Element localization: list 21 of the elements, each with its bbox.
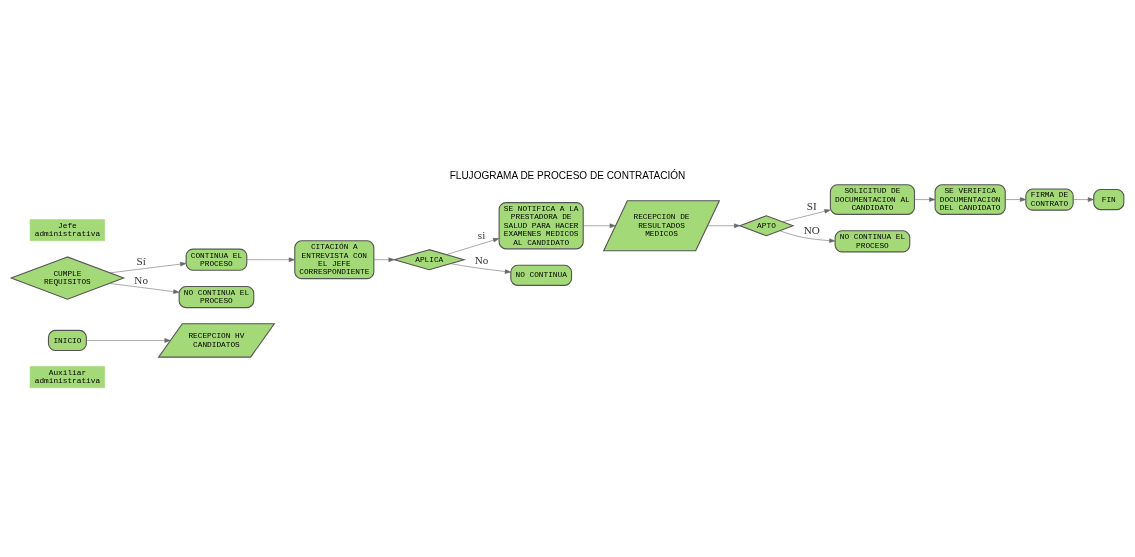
arrow (446, 238, 500, 255)
edge-label: si (477, 228, 486, 241)
edge-label: No (474, 254, 489, 267)
arrow (246, 257, 295, 262)
edge-label: No (134, 273, 148, 286)
arrow (373, 257, 395, 262)
arrow (1004, 197, 1027, 202)
arrow (583, 223, 616, 228)
edge-label: SI (806, 199, 817, 212)
arrow (86, 338, 171, 343)
arrow (779, 230, 836, 243)
arrow (450, 263, 512, 274)
arrow (109, 261, 187, 274)
edge-label: Sí (136, 255, 146, 268)
arrow (914, 197, 936, 202)
diagram-title: FLUJOGRAMA DE PROCESO DE CONTRATACIÓN (449, 170, 686, 182)
arrow (782, 209, 831, 223)
arrow (109, 283, 180, 294)
edge-label: NO (803, 224, 820, 237)
arrow (1072, 197, 1094, 202)
arrow (707, 223, 741, 228)
